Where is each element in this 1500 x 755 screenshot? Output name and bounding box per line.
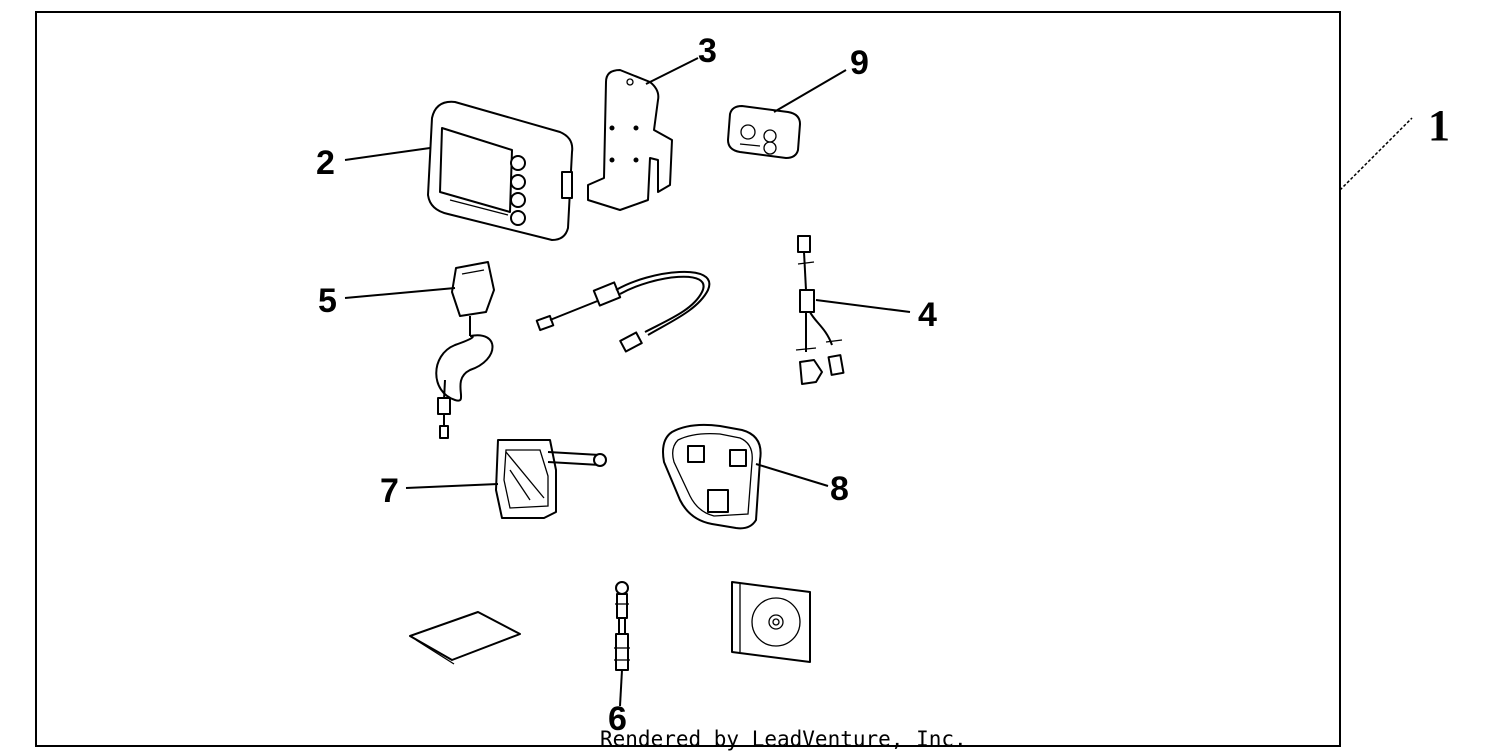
part-4-harness[interactable] — [795, 235, 845, 385]
part-3-bracket[interactable] — [587, 69, 673, 211]
part-7-eu-adapter[interactable] — [495, 439, 607, 519]
callout-7[interactable]: 7 — [380, 472, 399, 510]
leader-4 — [815, 299, 911, 313]
part-9-remote[interactable] — [727, 105, 801, 159]
part-5-cable-clip[interactable] — [435, 261, 495, 439]
leader-9 — [773, 69, 847, 113]
leader-6 — [619, 669, 623, 707]
leader-3 — [645, 57, 699, 85]
leader-7 — [405, 483, 499, 489]
leader-5 — [344, 287, 456, 299]
callout-4[interactable]: 4 — [918, 296, 937, 334]
callout-6[interactable]: 6 — [608, 700, 627, 738]
instruction-sheet — [409, 611, 521, 665]
leader-8 — [755, 463, 829, 487]
leader-2 — [344, 147, 431, 161]
callout-9[interactable]: 9 — [850, 44, 869, 82]
callout-1[interactable]: 1 — [1428, 101, 1450, 150]
rendered-by-credit: Rendered by LeadVenture, Inc. — [600, 727, 967, 751]
cd-case — [731, 581, 811, 663]
part-8-uk-adapter[interactable] — [662, 423, 762, 530]
callout-3[interactable]: 3 — [698, 32, 717, 70]
usb-cable — [535, 271, 711, 353]
callout-8[interactable]: 8 — [830, 470, 849, 508]
leader-1 — [1339, 117, 1413, 191]
part-6-connector[interactable] — [614, 581, 630, 671]
callout-5[interactable]: 5 — [318, 282, 337, 320]
diagram-frame — [35, 11, 1341, 747]
callout-2[interactable]: 2 — [316, 144, 335, 182]
part-2-display[interactable] — [427, 100, 574, 241]
